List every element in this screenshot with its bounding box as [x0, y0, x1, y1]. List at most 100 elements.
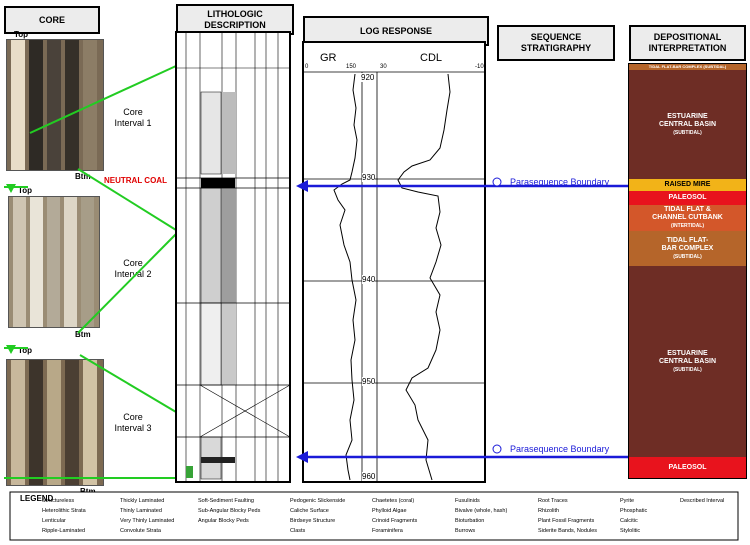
legend-item: Bivalve (whole, hash)	[455, 508, 508, 514]
legend-item: Bioturbation	[455, 518, 485, 524]
legend-item: Rhizolith	[538, 508, 560, 514]
core-photo-2	[8, 196, 100, 328]
depositional-header-text: DEPOSITIONAL INTERPRETATION	[648, 32, 727, 53]
legend-item: Plant Fossil Fragments	[538, 518, 595, 524]
depositional-zone: PALEOSOL	[629, 457, 746, 479]
lithology-blocks	[186, 91, 236, 480]
zone-name: TIDAL FLAT & CHANNEL CUTBANK	[652, 206, 723, 221]
parasequence-arrowhead-1	[296, 180, 308, 192]
legend-item: Very Thinly Laminated	[120, 518, 175, 524]
gr-curve	[333, 73, 358, 481]
depositional-zone: ESTUARINE CENTRAL BASIN(SUBTIDAL)	[629, 266, 746, 458]
parasequence-arrows	[300, 184, 629, 459]
zone-name: PALEOSOL	[668, 194, 707, 201]
sequence-marker-1	[492, 177, 502, 187]
core-photo-1	[6, 39, 104, 171]
core-photo-3	[6, 359, 104, 486]
core-interval-1-label: Core Interval 1	[114, 107, 152, 128]
depositional-zone: ESTUARINE CENTRAL BASIN(SUBTIDAL)	[629, 70, 746, 180]
core2-top-label: Top	[18, 186, 33, 195]
legend-item: Pyrite	[620, 498, 635, 504]
depth-960: 960	[362, 472, 376, 481]
sequence-header-text: SEQUENCE STRATIGRAPHY	[520, 32, 592, 53]
core-interval-3-label: Core Interval 3	[114, 412, 152, 433]
core-header: CORE	[4, 6, 100, 34]
depositional-zone: TIDAL FLAT- BAR COMPLEX(SUBTIDAL)	[629, 231, 746, 267]
legend-box	[9, 491, 739, 541]
depositional-zone: PALEOSOL	[629, 191, 746, 206]
legend-item: Thickly Laminated	[120, 498, 165, 504]
legend-item: Angular Blocky Peds	[198, 518, 249, 524]
parasequence-arrowhead-2	[296, 451, 308, 463]
legend-item: Thinly Laminated	[120, 508, 162, 514]
legend-item: Ripple-Laminated	[42, 528, 86, 534]
depositional-header: DEPOSITIONAL INTERPRETATION	[629, 25, 746, 61]
legend-item: Caliche Surface	[290, 508, 329, 514]
core2-top-arrow	[6, 184, 16, 193]
core-interval-2-label: Core Interval 2	[114, 258, 152, 279]
legend-item: Burrows	[455, 528, 476, 534]
legend-item: Stylolitic	[620, 528, 641, 534]
lithologic-header-text: LITHOLOGIC DESCRIPTION	[204, 8, 266, 30]
legend-item: Soft-Sediment Faulting	[198, 498, 254, 504]
cdl-scale-max: -10	[475, 64, 484, 70]
legend-item: Convolute Strata	[120, 528, 161, 534]
legend-item: Clasts	[290, 528, 306, 534]
core2-btm-label: Btm	[75, 330, 91, 339]
legend-item: Crinoid Fragments	[372, 518, 418, 524]
core1-top-label: Top	[14, 30, 29, 39]
legend-item: Sub-Angular Blocky Peds	[198, 508, 261, 514]
legend-item: Root Traces	[538, 498, 568, 504]
depth-940: 940	[362, 275, 376, 284]
zone-name: RAISED MIRE	[664, 181, 711, 188]
zone-name: TIDAL FLAT-BAR COMPLEX (SUBTIDAL)	[648, 64, 727, 69]
gap-cross	[199, 384, 291, 438]
legend-item: Birdseye Structure	[290, 518, 336, 524]
legend-item: Phosphatic	[620, 508, 648, 514]
depth-920: 920	[361, 73, 375, 82]
sequence-marker-2	[492, 444, 502, 454]
legend-item: Pedogenic Slickenside	[290, 498, 346, 504]
legend-item: Fusulinids	[455, 498, 480, 504]
legend-item: Calcitic	[620, 518, 638, 524]
neutral-coal-label: NEUTRAL COAL	[104, 176, 167, 185]
zone-name: PALEOSOL	[668, 463, 707, 471]
depth-950: 950	[362, 377, 376, 386]
legend-title: LEGEND	[20, 494, 54, 503]
core1-btm-label: Btm	[75, 172, 91, 181]
legend-item: Heterolithic Strata	[42, 508, 86, 514]
core3-top-label: Top	[18, 346, 33, 355]
core-header-text: CORE	[38, 14, 65, 25]
sequence-header: SEQUENCE STRATIGRAPHY	[497, 25, 615, 61]
zone-name: ESTUARINE CENTRAL BASIN	[658, 112, 717, 128]
legend-item: Foraminifera	[372, 528, 403, 534]
parasequence-boundary-label-2: Parasequence Boundary	[510, 444, 610, 454]
zone-subtitle: (SUBTIDAL)	[673, 129, 702, 136]
zone-name: ESTUARINE CENTRAL BASIN	[658, 349, 717, 365]
parasequence-boundary-label-1: Parasequence Boundary	[510, 177, 610, 187]
legend-item: Described Interval	[680, 498, 725, 504]
legend-item: Siderite Bands, Nodules	[538, 528, 598, 534]
lithologic-hlines	[176, 177, 290, 438]
zone-name: TIDAL FLAT- BAR COMPLEX	[661, 236, 714, 252]
legend-item: Lenticular	[42, 518, 66, 524]
log-header-text: LOG RESPONSE	[359, 25, 432, 36]
gr-scale-min: 0	[305, 64, 309, 70]
depth-930: 930	[362, 173, 376, 182]
correlation-lines	[4, 65, 177, 479]
cdl-scale-min: 30	[380, 64, 387, 70]
zone-subtitle: (INTERTIDAL)	[670, 223, 705, 229]
depth-gridlines	[303, 178, 485, 384]
gr-scale-max: 150	[346, 64, 357, 70]
zone-subtitle: (SUBTIDAL)	[673, 253, 702, 260]
log-panel	[302, 41, 486, 483]
cdl-label: CDL	[420, 52, 443, 64]
legend-item: Structureless	[42, 498, 75, 504]
zone-subtitle: (SUBTIDAL)	[673, 366, 702, 373]
cdl-curve	[397, 73, 451, 481]
depositional-zone: TIDAL FLAT & CHANNEL CUTBANK (INTERTIDAL)	[629, 205, 746, 232]
core3-top-arrow	[6, 345, 16, 354]
legend-item: Phylloid Algae	[372, 508, 407, 514]
gr-label: GR	[320, 52, 337, 64]
